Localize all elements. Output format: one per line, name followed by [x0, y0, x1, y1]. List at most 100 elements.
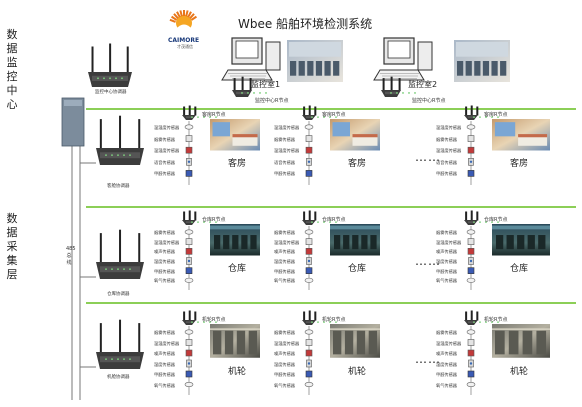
sensor-label: 甲醛传感器 — [436, 372, 457, 377]
room-label: 仓库 — [228, 264, 247, 274]
sensor-icon — [305, 370, 313, 378]
sensor-label: 氧气传感器 — [436, 278, 457, 284]
center-coordinator-router — [88, 43, 132, 87]
room-node-label: 机轮R节点 — [484, 317, 508, 323]
room-node-label: 机轮R节点 — [322, 317, 346, 323]
sensor-label: 氧气传感器 — [154, 382, 175, 388]
room-node-router — [302, 210, 337, 225]
sensor-icon — [306, 257, 312, 265]
ellipsis-row-1: …… — [415, 150, 441, 164]
engine-coordinator-label: 机舱协调器 — [107, 375, 130, 380]
sensor-label: 氧气传感器 — [436, 382, 457, 388]
sensor-icon — [304, 381, 314, 387]
sensor-icon — [467, 349, 475, 357]
sensor-icon — [466, 329, 476, 335]
room-node-router — [464, 310, 499, 325]
sensor-label: 烟雾传感器 — [274, 330, 295, 335]
sensor-icon — [304, 329, 314, 335]
sensor-label: 烟雾传感器 — [154, 230, 175, 235]
sensor-label: 噪声传感器 — [274, 351, 295, 356]
sensor-icon — [467, 170, 475, 177]
sensor-icon — [185, 267, 193, 274]
sensor-icon — [305, 170, 313, 177]
cabin-coordinator-label: 客舱协调器 — [107, 184, 130, 189]
sensor-icon — [186, 359, 192, 368]
coordinator-router-2 — [96, 319, 144, 369]
sensor-icon — [467, 370, 475, 378]
sensor-label: 氧气传感器 — [154, 278, 175, 284]
sensor-label: 温湿度传感器 — [154, 125, 180, 130]
sensor-icon — [306, 359, 312, 368]
monitor-room-2-node-label: 监控中心R节点 — [412, 98, 446, 104]
room-label: 客房 — [228, 159, 247, 169]
sensor-label: 烟雾传感器 — [274, 230, 295, 235]
sensor-icon — [185, 238, 193, 245]
sensor-label: 甲醛传感器 — [154, 372, 175, 377]
sensor-label: 甲醛传感器 — [154, 268, 175, 274]
sensor-icon — [185, 135, 193, 142]
room-label: 仓库 — [510, 264, 529, 274]
sensor-label: 噪声传感器 — [436, 249, 457, 255]
sensor-label: 温湿度传感器 — [436, 340, 462, 346]
bus-label: 485总线 — [66, 246, 76, 266]
center-coordinator-label: 监控中心协调器 — [95, 90, 127, 95]
sensor-label: 语音传感器 — [436, 159, 457, 165]
warehouse-coordinator-label: 仓库协调器 — [107, 292, 130, 297]
room-label: 客房 — [510, 159, 529, 169]
sensor-icon — [185, 339, 193, 346]
room-photo — [492, 224, 550, 256]
sensor-label: 湿度传感器 — [274, 259, 295, 264]
data-collection-label: 数据采集层 — [6, 212, 18, 281]
monitor-room-2-node — [381, 76, 416, 97]
room-photo — [210, 119, 260, 151]
room-node-label: 机轮R节点 — [202, 317, 226, 323]
sensor-label: 氧气传感器 — [274, 278, 295, 284]
sensor-icon — [304, 124, 314, 130]
room-node-router — [182, 210, 217, 225]
sensor-icon — [467, 238, 475, 245]
sensor-icon — [305, 267, 313, 274]
sensor-label: 噪声传感器 — [436, 351, 457, 356]
sensor-icon — [305, 339, 313, 346]
sensor-label: 噪声传感器 — [274, 249, 295, 255]
room-label: 机轮 — [348, 366, 367, 377]
sensor-label: 噪声传感器 — [154, 351, 175, 356]
sensor-label: 温湿度传感器 — [154, 239, 180, 245]
sensor-icon — [305, 349, 313, 357]
room-node-router — [302, 310, 337, 325]
sensor-label: 温湿度传感器 — [274, 340, 300, 346]
sensor-icon — [184, 329, 194, 335]
room-photo — [492, 119, 550, 151]
ellipsis-row-3: …… — [415, 352, 441, 366]
sensor-icon — [466, 381, 476, 387]
sensor-label: 甲醛传感器 — [436, 171, 457, 177]
sensor-label: 温湿度传感器 — [436, 148, 462, 154]
sensor-icon — [184, 381, 194, 387]
room-label: 机轮 — [228, 366, 247, 377]
logo-icon — [169, 10, 197, 32]
monitor-room-1-node-label: 监控中心R节点 — [255, 98, 289, 104]
room-photo — [330, 224, 380, 256]
room-label: 客房 — [348, 159, 367, 169]
room-label: 机轮 — [510, 366, 529, 377]
sensor-label: 甲醛传感器 — [274, 171, 295, 177]
sensor-label: 甲醛传感器 — [436, 268, 457, 274]
sensor-icon — [304, 277, 314, 283]
room-node-router — [464, 210, 499, 225]
sensor-icon — [304, 229, 314, 235]
sensor-label: 甲醛传感器 — [154, 171, 175, 177]
room-node-router — [182, 310, 217, 325]
sensor-label: 温湿度传感器 — [274, 148, 300, 154]
sensor-icon — [186, 158, 192, 166]
sensor-icon — [467, 339, 475, 346]
ellipsis-row-2: …… — [415, 254, 441, 268]
room-photo — [210, 224, 260, 256]
monitor-center-label: 数据监控中心 — [6, 28, 18, 111]
sensor-label: 湿度传感器 — [274, 361, 295, 367]
monitor-room-1-computer — [221, 37, 281, 81]
monitor-room-1-photo — [287, 40, 343, 82]
sensor-label: 甲醛传感器 — [274, 268, 295, 274]
sensor-icon — [468, 158, 474, 166]
sensor-label: 烟雾传感器 — [436, 330, 457, 335]
room-photo — [210, 324, 260, 358]
